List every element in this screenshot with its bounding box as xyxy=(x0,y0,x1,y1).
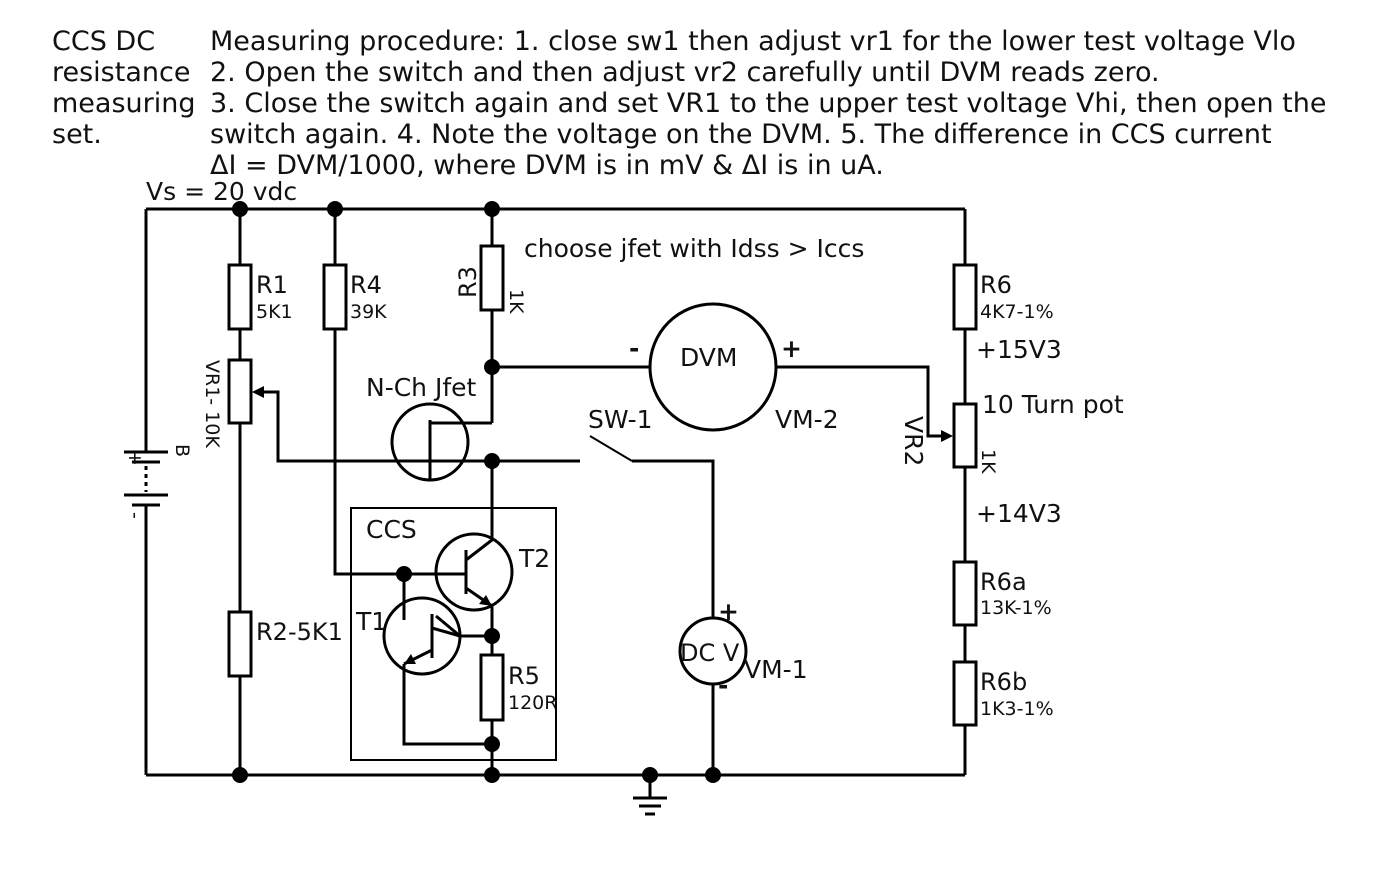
title-line: set. xyxy=(52,119,102,150)
dvm-ref: VM-2 xyxy=(775,405,839,434)
resistor-r3: R3 1K xyxy=(454,244,527,314)
r5-value: 120R xyxy=(508,692,557,714)
dcv-label: DC V xyxy=(680,639,740,667)
resistor-r6: R6 4K7-1% xyxy=(952,263,1054,331)
resistor-r5: R5 120R xyxy=(479,653,557,722)
junction-dot xyxy=(484,736,500,752)
junction-dot xyxy=(484,359,500,375)
supply-label: Vs = 20 vdc xyxy=(146,177,297,206)
title-line: CCS DC xyxy=(52,26,155,57)
dvm-meter: DVM VM-2 - + xyxy=(629,302,839,434)
title-line: resistance xyxy=(52,57,190,88)
dc-voltmeter: DC V VM-1 + - xyxy=(678,597,808,700)
battery-minus: - xyxy=(124,512,146,519)
switch-sw1[interactable]: SW-1 xyxy=(580,405,653,463)
junction-dot xyxy=(705,767,721,783)
resistor-r4: R4 39K xyxy=(322,263,387,331)
ccs-label: CCS xyxy=(366,515,417,544)
junction-dots xyxy=(232,201,721,783)
t2-label: T2 xyxy=(518,544,550,573)
r6a-value: 13K-1% xyxy=(980,597,1052,619)
r6b-label: R6b xyxy=(980,668,1027,696)
junction-dot xyxy=(327,201,343,217)
r4-value: 39K xyxy=(350,301,387,323)
resistor-r6a: R6a 13K-1% xyxy=(952,560,1052,627)
title-line: measuring xyxy=(52,88,196,119)
dvm-label: DVM xyxy=(680,343,737,372)
r3-label: R3 xyxy=(454,266,482,298)
procedure-line: Measuring procedure: 1. close sw1 then a… xyxy=(210,26,1296,57)
dcv-minus: - xyxy=(718,671,728,700)
battery-b: + - B xyxy=(124,444,193,519)
ccs-box: CCS xyxy=(350,507,557,761)
r5-label: R5 xyxy=(508,662,540,690)
vr2-description: 10 Turn pot xyxy=(982,390,1124,419)
potentiometer-vr2: VR2 1K 10 Turn pot xyxy=(899,390,1124,474)
voltage-upper: +15V3 xyxy=(976,335,1062,364)
junction-dot xyxy=(484,767,500,783)
resistor-r1: R1 5K1 xyxy=(227,263,293,331)
junction-dot xyxy=(232,201,248,217)
jfet-note: choose jfet with Idss > Iccs xyxy=(524,234,864,263)
dcv-ref: VM-1 xyxy=(744,655,808,684)
vr2-label: VR2 xyxy=(899,416,928,466)
resistor-r2: R2-5K1 xyxy=(227,610,343,678)
title-block: CCS DC resistance measuring set. xyxy=(52,26,196,150)
transistor-t2: T2 xyxy=(434,522,550,612)
dcv-plus: + xyxy=(718,597,739,626)
battery-plus: + xyxy=(124,450,146,466)
potentiometer-vr1: VR1- 10K xyxy=(201,358,264,448)
procedure-line: ΔI = DVM/1000, where DVM is in mV & ΔI i… xyxy=(210,150,884,181)
dvm-plus: + xyxy=(781,334,802,363)
voltage-lower: +14V3 xyxy=(976,499,1062,528)
r3-value: 1K xyxy=(505,289,527,314)
r1-value: 5K1 xyxy=(256,301,293,323)
transistor-t1: T1 xyxy=(355,596,462,676)
sw1-label: SW-1 xyxy=(588,405,653,434)
junction-dot xyxy=(484,201,500,217)
procedure-line: 2. Open the switch and then adjust vr2 c… xyxy=(210,57,1160,88)
r6-label: R6 xyxy=(980,271,1012,299)
r6-value: 4K7-1% xyxy=(980,301,1054,323)
junction-dot xyxy=(396,566,412,582)
t1-label: T1 xyxy=(355,607,387,636)
ground-symbol xyxy=(633,796,667,816)
junction-dot xyxy=(484,628,500,644)
r6a-label: R6a xyxy=(980,568,1027,596)
vr1-label: VR1- 10K xyxy=(201,360,223,448)
junction-dot xyxy=(232,767,248,783)
battery-label: B xyxy=(171,444,193,457)
resistor-r6b: R6b 1K3-1% xyxy=(952,660,1054,727)
dvm-minus: - xyxy=(629,334,639,363)
junction-dot xyxy=(642,767,658,783)
jfet-transistor: N-Ch Jfet xyxy=(366,373,492,482)
r1-label: R1 xyxy=(256,271,288,299)
r4-label: R4 xyxy=(350,271,382,299)
procedure-text: Measuring procedure: 1. close sw1 then a… xyxy=(210,26,1326,181)
procedure-line: 3. Close the switch again and set VR1 to… xyxy=(210,88,1326,119)
r2-label: R2-5K1 xyxy=(256,618,343,646)
procedure-line: switch again. 4. Note the voltage on the… xyxy=(210,119,1272,150)
jfet-label: N-Ch Jfet xyxy=(366,373,477,402)
vr2-value: 1K xyxy=(977,449,999,474)
r6b-value: 1K3-1% xyxy=(980,698,1054,720)
